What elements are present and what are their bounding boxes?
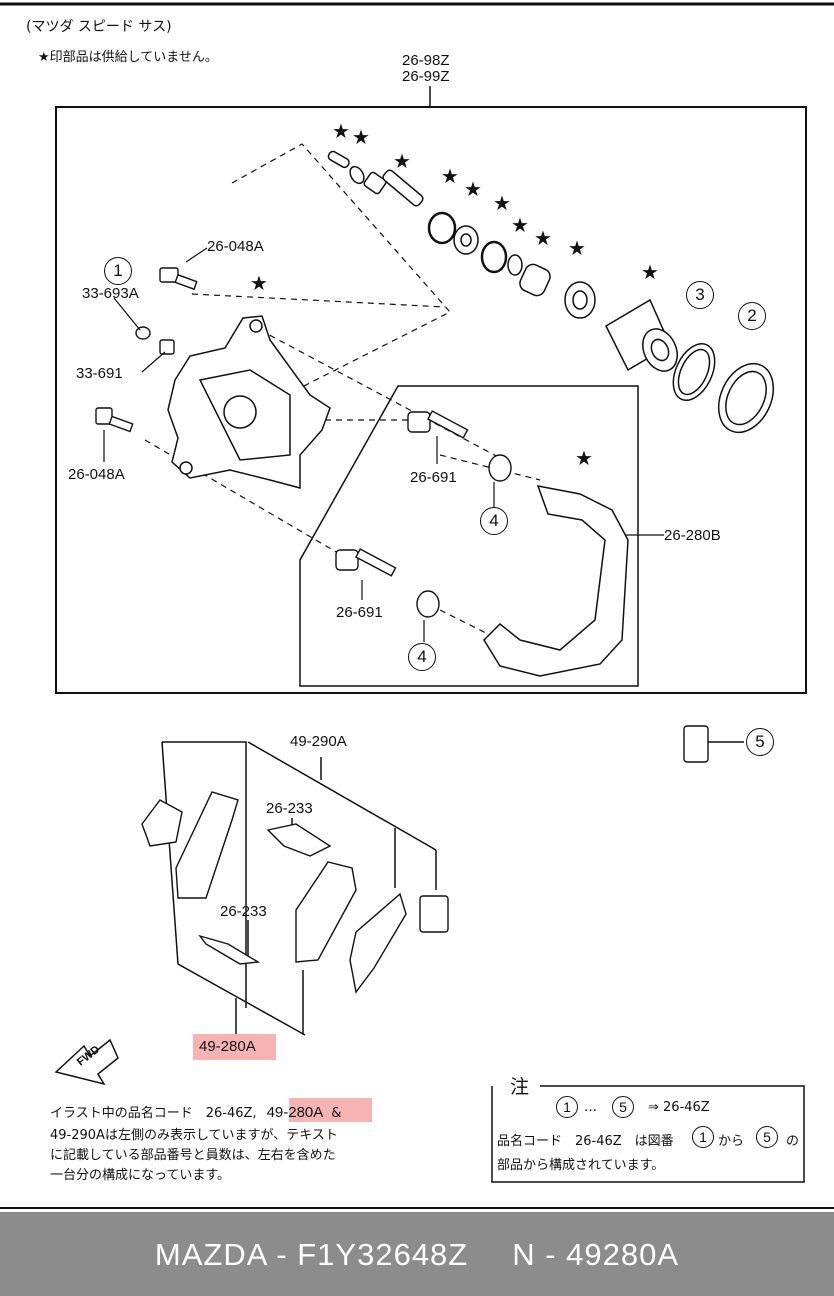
svg-text:★: ★: [575, 446, 593, 470]
callout-pad-set-front: 49-280A: [199, 1038, 256, 1055]
note-ref-5b: 5: [756, 1126, 778, 1148]
exploded-parts-diagram: ★ ★ ★ ★ ★ ★ ★ ★ ★ ★ ★ ★: [0, 2, 834, 1209]
note-ref-1b: 1: [692, 1126, 714, 1148]
pads-and-shims: [141, 725, 709, 994]
fwd-arrow: [54, 1038, 119, 1086]
note-no: の: [786, 1134, 800, 1149]
svg-text:★: ★: [534, 226, 552, 250]
callout-clip-lower: 26-233: [220, 903, 267, 920]
svg-text:★: ★: [250, 271, 268, 295]
callout-pad-set-rear: 49-290A: [290, 733, 347, 750]
highlight-note-49-280a: [289, 1098, 372, 1122]
note-line-4: 一台分の構成になっています。: [50, 1168, 231, 1183]
callout-26-99z: 26-99Z: [402, 68, 450, 85]
star-markers: ★ ★ ★ ★ ★ ★ ★ ★ ★ ★ ★ ★: [250, 119, 659, 470]
bolts: [95, 267, 198, 433]
seal-kit-parts: [327, 150, 775, 434]
footer-catalog-number: N - 49280A: [512, 1237, 680, 1272]
note-line-2: 49-290Aは左側のみ表示していますが、テキスト: [50, 1128, 338, 1143]
leader-lines-left: [103, 247, 208, 462]
svg-text:★: ★: [352, 125, 370, 149]
callout-bolt-upper: 26-048A: [207, 238, 264, 255]
callout-26-98z: 26-98Z: [402, 52, 450, 69]
note-ref-5: 5: [612, 1096, 634, 1118]
not-supplied-note: ★印部品は供給していません。: [38, 50, 218, 65]
callout-bleeder-cap: 33-693A: [82, 285, 139, 302]
note-part-49-280a: 49-280A: [266, 1104, 324, 1121]
note-title: 注: [510, 1076, 530, 1098]
callout-clip-upper: 26-233: [266, 800, 313, 817]
svg-text:★: ★: [641, 260, 659, 284]
ref-circle-3: 3: [686, 281, 714, 309]
svg-text:★: ★: [393, 149, 411, 173]
note-box: [491, 1085, 805, 1183]
note-range-sep: …: [584, 1100, 597, 1115]
ref-circle-4a: 4: [480, 507, 508, 535]
caliper-assembly-box: [55, 106, 807, 694]
callout-bolt-lower: 26-048A: [68, 466, 125, 483]
svg-text:★: ★: [511, 213, 529, 237]
ref-circle-4b: 4: [408, 643, 436, 671]
leader-lines-pins: [361, 436, 664, 642]
highlight-pad-set-front: [193, 1034, 276, 1060]
callout-pin-upper: 26-691: [410, 469, 457, 486]
note-line-1: イラスト中の品名コード 26-46Z,49-280A&: [50, 1104, 342, 1121]
note-ref-1: 1: [556, 1096, 578, 1118]
svg-text:★: ★: [332, 119, 350, 143]
bracket-box: [299, 385, 639, 687]
note-line-3: に記載している部品番号と員数は、左右を含めた: [50, 1148, 336, 1163]
model-title: (マツダ スピード サス): [26, 19, 172, 35]
footer-part-number: MAZDA - F1Y32648Z: [154, 1237, 469, 1272]
note-line-composed: 部品から構成されています。: [497, 1158, 665, 1173]
caliper-body: [167, 315, 331, 489]
footer-bar: [0, 1212, 834, 1296]
guide-pins: [335, 410, 512, 618]
svg-text:★: ★: [464, 177, 482, 201]
pad-set-frame: [161, 741, 744, 1036]
svg-text:★: ★: [568, 236, 586, 260]
note-kara: から: [718, 1134, 745, 1149]
note-arrow: ⇒ 26-46Z: [648, 1100, 710, 1115]
note-line-code: 品名コード 26-46Z は図番: [497, 1134, 674, 1149]
callout-bleeder: 33-691: [76, 365, 123, 382]
svg-text:★: ★: [493, 191, 511, 215]
mounting-bracket: [483, 485, 629, 677]
callout-pin-lower: 26-691: [336, 604, 383, 621]
callout-bracket: 26-280B: [664, 527, 721, 544]
ref-circle-2: 2: [738, 302, 766, 330]
svg-text:★: ★: [441, 164, 459, 188]
ref-circle-1: 1: [104, 257, 132, 285]
footer-caption: MAZDA - F1Y32648Z N - 49280A: [0, 1237, 834, 1273]
ref-circle-5: 5: [746, 728, 774, 756]
